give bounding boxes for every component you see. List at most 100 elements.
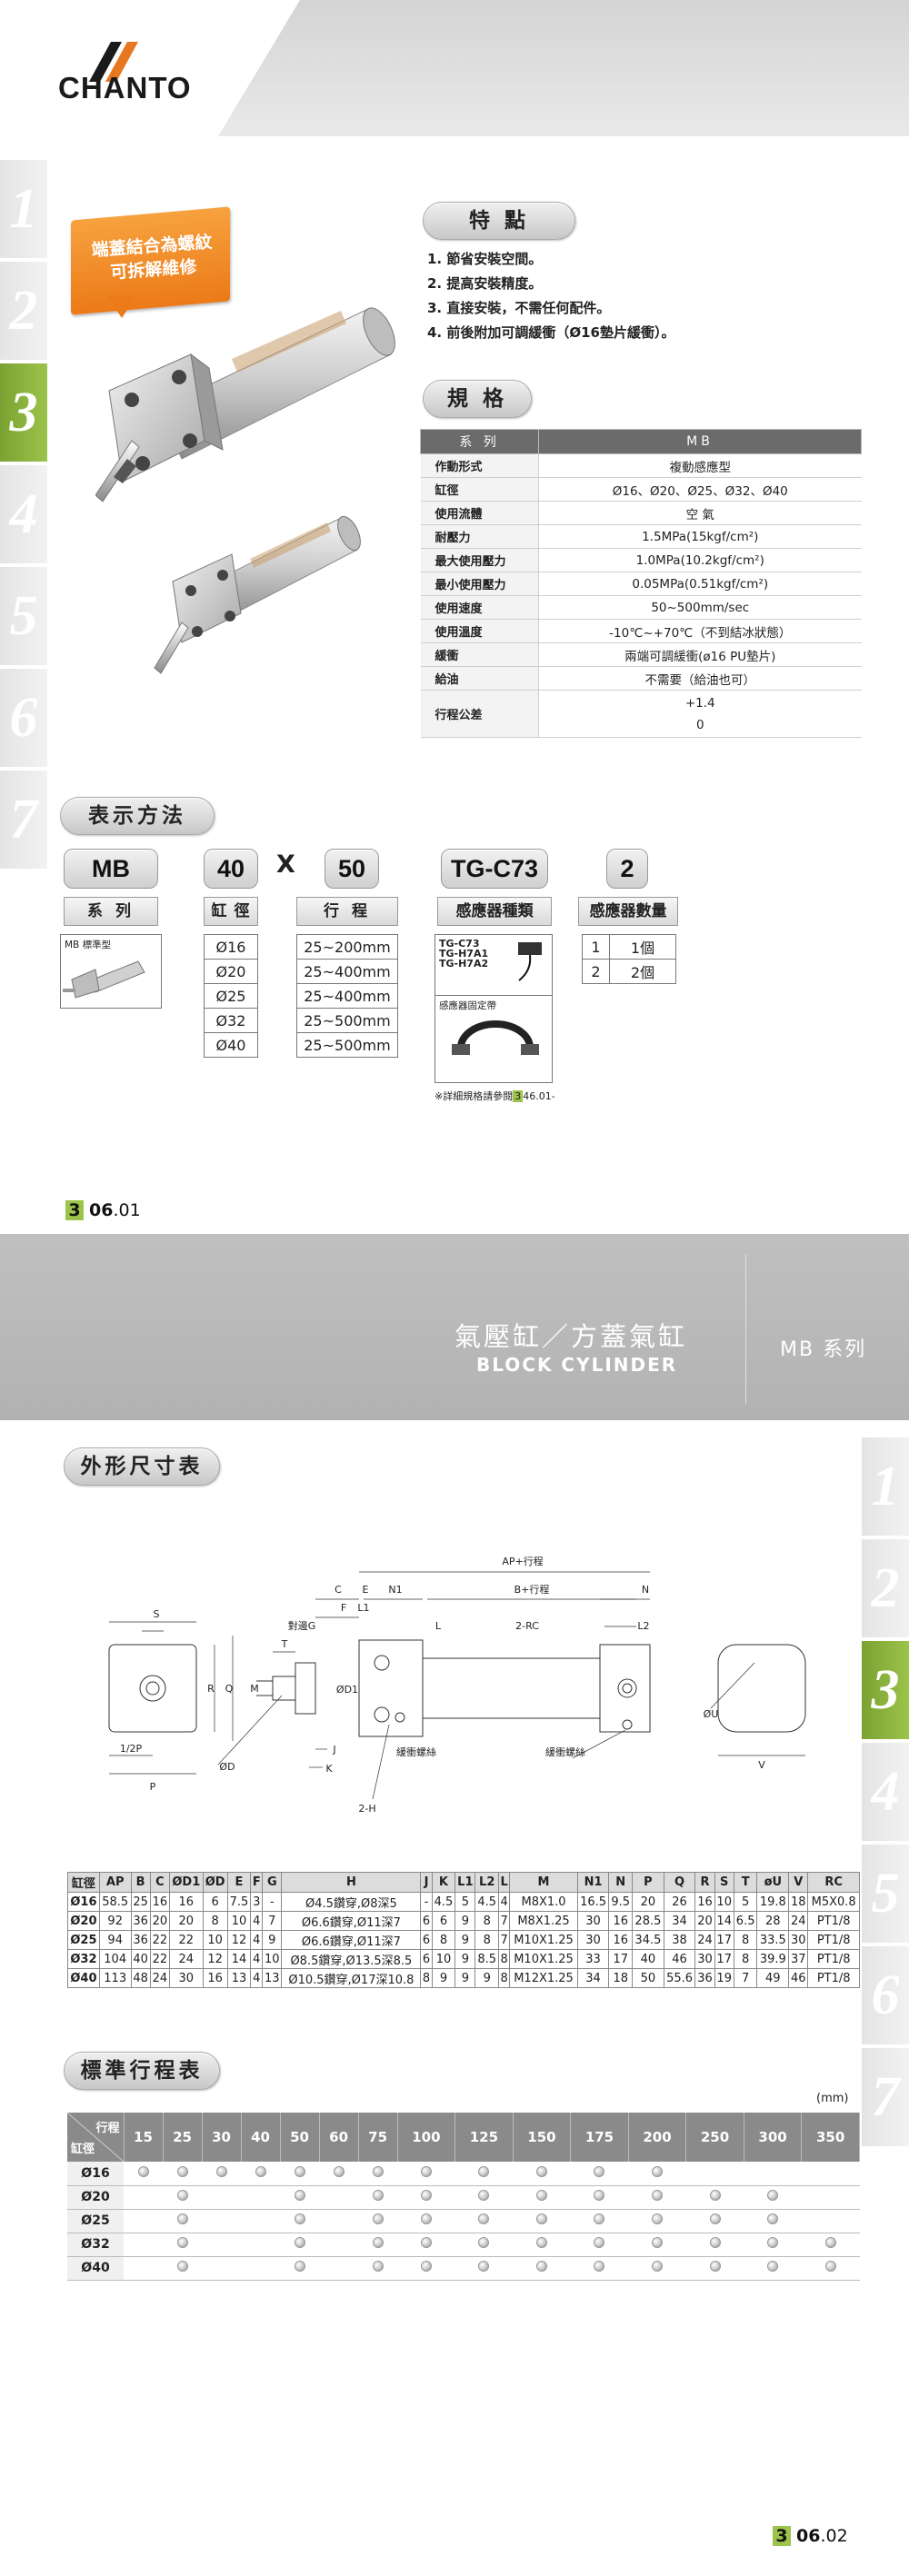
dim-cell: Ø40 (67, 1968, 100, 1988)
dim-cell: 5 (454, 1892, 476, 1912)
dim-cell: 40 (130, 1949, 151, 1969)
stroke-cell (280, 2256, 320, 2281)
dim-n: N (642, 1584, 649, 1596)
stroke-cell (202, 2185, 242, 2210)
available-dot-icon (372, 2213, 384, 2224)
dim-cell: M10X1.25 (509, 1949, 578, 1969)
stroke-cell (241, 2209, 281, 2233)
dim-q: Q (225, 1683, 234, 1695)
bore-option: Ø20 (204, 959, 258, 984)
available-dot-icon (478, 2165, 490, 2177)
dim-cell: 48 (130, 1968, 151, 1988)
dim-cell: 4 (250, 1968, 264, 1988)
available-dot-icon (420, 2165, 432, 2177)
dim-cell: 30 (576, 1930, 610, 1950)
stroke-cell (744, 2256, 802, 2281)
bore-value: Ø32 (204, 1008, 258, 1033)
stroke-row: Ø32 (67, 2233, 860, 2257)
dim-cell: M12X1.25 (509, 1968, 578, 1988)
dim-cell: M10X1.25 (509, 1930, 578, 1950)
stroke-cell (628, 2256, 686, 2281)
available-dot-icon (372, 2237, 384, 2248)
dim-cell: 55.6 (663, 1968, 696, 1988)
available-dot-icon (767, 2213, 779, 2224)
stroke-cell (358, 2162, 398, 2186)
dim-cushion-1: 緩衝螺絲 (396, 1746, 436, 1758)
dim-cell: 17 (714, 1930, 734, 1950)
dim-cell: 22 (149, 1930, 170, 1950)
dim-cell: 3 (250, 1892, 264, 1912)
available-dot-icon (294, 2213, 305, 2224)
stroke-col-header: 60 (319, 2113, 359, 2162)
callout-tail (107, 296, 136, 318)
dim-cell: 7 (498, 1930, 511, 1950)
stroke-cell (744, 2233, 802, 2257)
dim-cell: 4.5 (431, 1892, 456, 1912)
chapter-tab-1: 1 (862, 1437, 909, 1536)
spec-row: 使用流體空 氣 (420, 501, 862, 525)
available-dot-icon (215, 2165, 227, 2177)
stroke-cell (202, 2162, 242, 2186)
available-dot-icon (478, 2213, 490, 2224)
dim-cell: 26 (663, 1892, 696, 1912)
stroke-cell (685, 2256, 744, 2281)
dim-cell: 22 (149, 1949, 170, 1969)
stroke-cell (454, 2185, 514, 2210)
dim-cell: 50 (632, 1968, 664, 1988)
stroke-corner: 行程 缸徑 (67, 2113, 125, 2162)
dim-cell: 9 (262, 1930, 283, 1950)
stroke-header: 標準行程表 (64, 2052, 220, 2090)
sensor-type: TG-H7A2 (439, 958, 489, 970)
available-dot-icon (294, 2261, 305, 2272)
label-stroke: 行 程 (296, 897, 398, 926)
available-dot-icon (652, 2237, 663, 2248)
dim-cell: - (262, 1892, 283, 1912)
stroke-cell (628, 2233, 686, 2257)
stroke-cell (685, 2233, 744, 2257)
stroke-cell (358, 2256, 398, 2281)
dim-col-header: K (431, 1872, 456, 1893)
dim-cell: 46 (788, 1968, 809, 1988)
available-dot-icon (652, 2190, 663, 2201)
spec-key: 缸徑 (420, 477, 539, 502)
stroke-cell (358, 2209, 398, 2233)
dim-cell: 17 (714, 1949, 734, 1969)
dim-cell: 16 (149, 1892, 170, 1912)
dim-cell: 24 (788, 1911, 809, 1931)
dim-cell: 38 (663, 1930, 696, 1950)
available-dot-icon (594, 2165, 605, 2177)
dim-cell: 36 (130, 1930, 151, 1950)
corner-bore: 缸徑 (71, 2143, 95, 2156)
stroke-cell (513, 2209, 571, 2233)
available-dot-icon (709, 2213, 721, 2224)
stroke-col-header: 175 (570, 2113, 629, 2162)
dim-cell: 12 (202, 1949, 228, 1969)
dim-cell: 30 (788, 1930, 809, 1950)
dim-cell: 6 (420, 1949, 433, 1969)
stroke-cell (163, 2256, 203, 2281)
chapter-tab-5: 5 (0, 567, 47, 665)
stroke-col-header: 30 (202, 2113, 242, 2162)
dim-cell: PT1/8 (807, 1968, 860, 1988)
dim-col-header: L (498, 1872, 511, 1893)
stroke-col-header: 75 (358, 2113, 398, 2162)
spec-row: 使用溫度-10℃~+70℃（不到結冰狀態） (420, 619, 862, 643)
stroke-cell (801, 2162, 860, 2186)
available-dot-icon (709, 2261, 721, 2272)
dim-col-header: F (250, 1872, 264, 1893)
dim-cell: 8 (202, 1911, 228, 1931)
dim-cell: Ø32 (67, 1949, 100, 1969)
available-dot-icon (372, 2190, 384, 2201)
stroke-cell (570, 2233, 629, 2257)
dim-col-header: E (226, 1872, 252, 1893)
stroke-cell (280, 2209, 320, 2233)
available-dot-icon (137, 2165, 149, 2177)
stroke-cell (513, 2256, 571, 2281)
series-note: MB 標準型 (65, 940, 112, 950)
dim-cell: 10 (226, 1911, 252, 1931)
dim-cell: 13 (226, 1968, 252, 1988)
chapter-tab-3: 3 (0, 363, 47, 462)
